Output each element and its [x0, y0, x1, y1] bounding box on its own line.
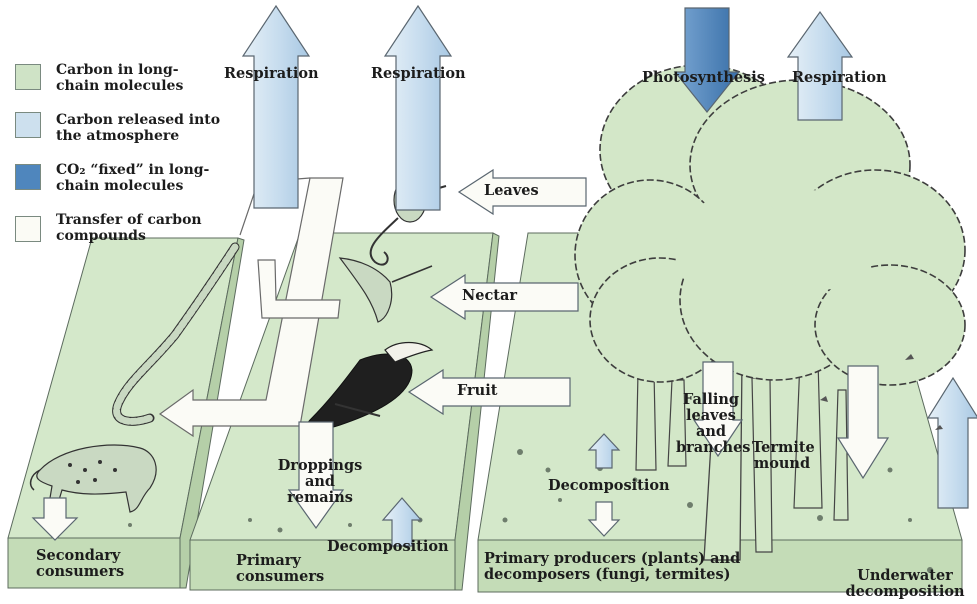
label-termite-mound: Termite mound — [752, 439, 815, 472]
label-underwater-decomposition: Underwater decomposition — [845, 567, 965, 600]
legend-swatch-released — [15, 112, 41, 138]
label-primary-consumers: Primary consumers — [236, 552, 325, 585]
hummingbird-figure — [338, 257, 433, 323]
forest-trees — [574, 64, 966, 561]
snake-figure — [112, 242, 240, 426]
label-droppings: Droppings and remains — [277, 457, 363, 506]
respiration-arrow-secondary — [241, 4, 311, 209]
label-respiration-secondary: Respiration — [224, 65, 319, 82]
label-respiration-primary: Respiration — [371, 65, 466, 82]
falling-leaves-arrow — [692, 361, 744, 458]
label-decomposition-consumers: Decomposition — [327, 538, 449, 555]
leaves-transfer-arrow — [457, 168, 587, 216]
legend-swatch-transfer — [15, 216, 41, 242]
underwater-down-arrow — [836, 365, 890, 480]
label-primary-producers: Primary producers (plants) and decompose… — [484, 550, 741, 583]
toucan-figure — [307, 341, 434, 430]
arrows-layer — [31, 4, 977, 547]
legend-label-long-chain: Carbon in long-chain molecules — [56, 62, 184, 94]
label-respiration-producers: Respiration — [792, 69, 887, 86]
decomposition-down-arrow-forest — [587, 501, 621, 537]
legend-label-fixed: CO₂ “fixed” in long-chain molecules — [56, 162, 210, 194]
legend-label-transfer: Transfer of carbon compounds — [56, 212, 202, 244]
jaguar-figure — [29, 444, 157, 513]
respiration-arrow-producers — [786, 10, 854, 121]
fruit-transfer-arrow — [407, 368, 571, 416]
nectar-transfer-arrow — [429, 273, 579, 321]
legend-swatch-fixed — [15, 164, 41, 190]
label-fruit: Fruit — [457, 382, 498, 399]
decomposition-up-arrow-consumers — [381, 497, 423, 547]
label-secondary-consumers: Secondary consumers — [36, 547, 125, 580]
label-falling-leaves: Falling leaves and branches — [676, 391, 751, 456]
respiration-arrow-primary — [383, 4, 453, 211]
label-decomposition-forest: Decomposition — [548, 477, 670, 494]
legend-label-released: Carbon released into the atmosphere — [56, 112, 221, 144]
droppings-down-arrow — [287, 421, 345, 530]
label-nectar: Nectar — [462, 287, 518, 304]
secondary-down-arrow — [31, 497, 79, 541]
photosynthesis-arrow — [673, 7, 741, 113]
label-photosynthesis: Photosynthesis — [642, 69, 765, 86]
legend-swatch-long-chain — [15, 64, 41, 90]
decomposition-up-arrow-forest — [587, 433, 621, 469]
underwater-up-arrow — [926, 376, 977, 509]
falling-leaf-marks — [820, 354, 943, 430]
label-leaves: Leaves — [484, 182, 539, 199]
